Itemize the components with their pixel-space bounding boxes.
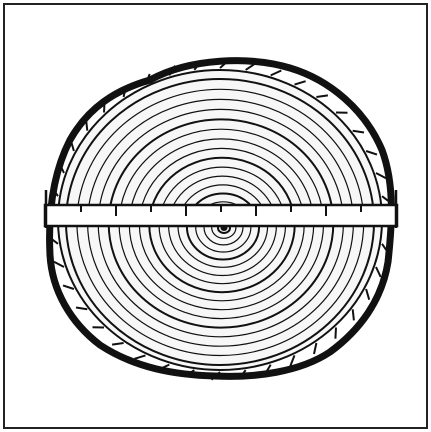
bark-stroke [335, 328, 336, 339]
bark-stroke [353, 309, 354, 320]
bark-stroke [104, 101, 105, 112]
bark-stroke [86, 120, 87, 131]
